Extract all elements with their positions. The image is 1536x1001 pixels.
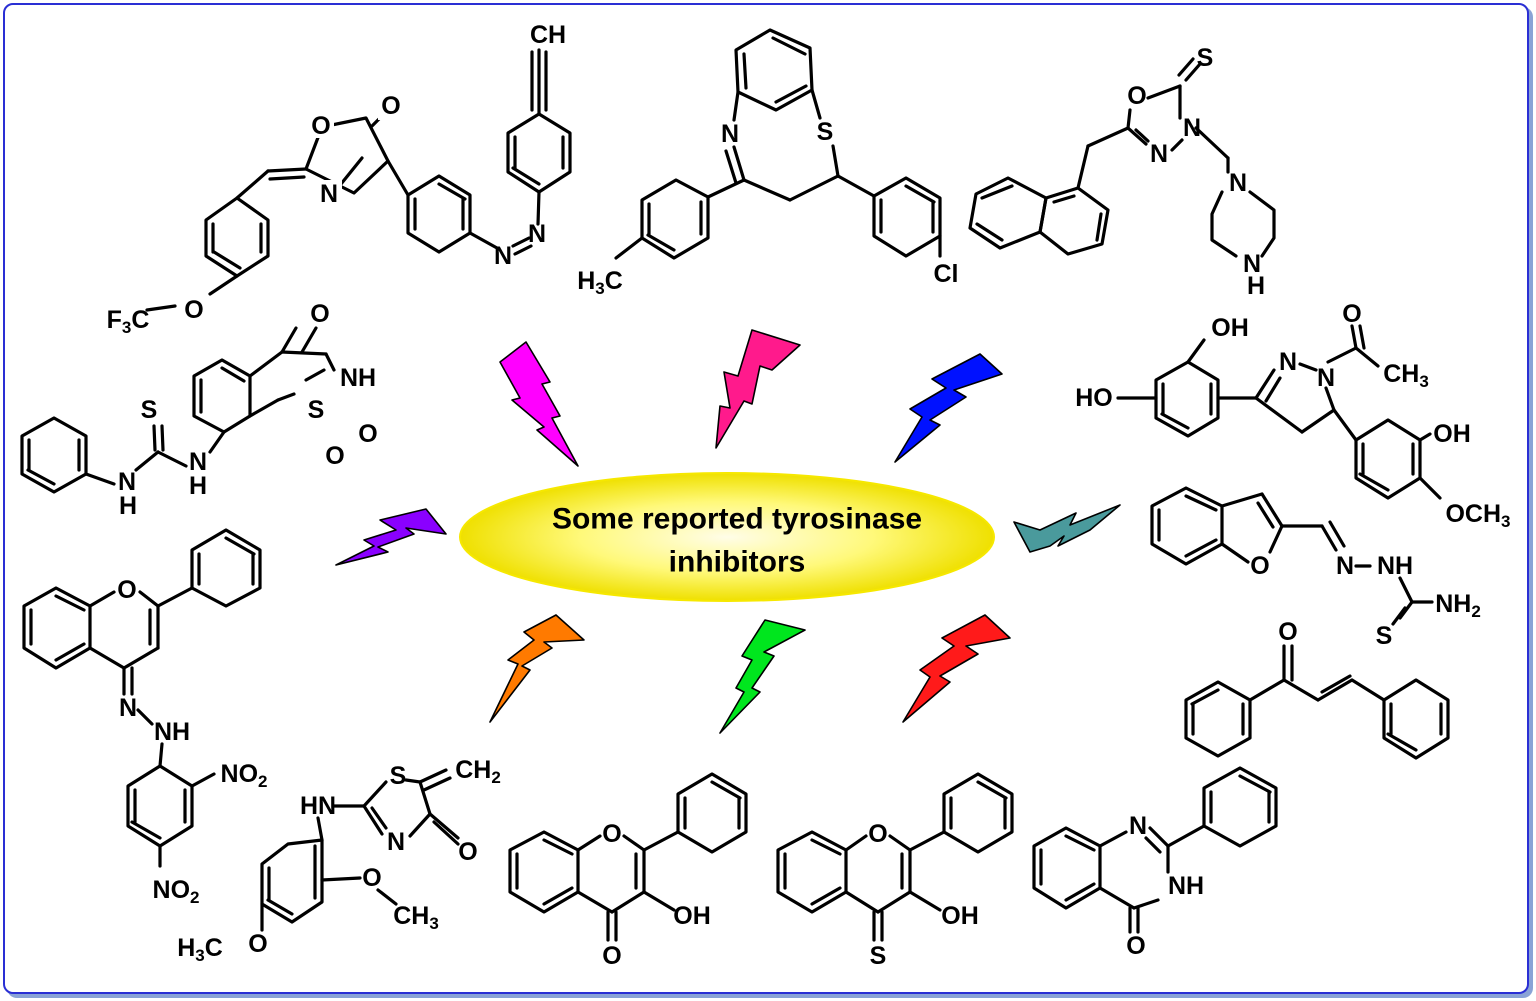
atom-sulfonyl-s: S (308, 396, 325, 424)
atom-oh-top: OH (1211, 314, 1249, 342)
atom-s: S (817, 118, 834, 146)
atom-hydrazone-nh: NH (154, 718, 190, 746)
atom-ring-o: O (1127, 82, 1146, 110)
atom-oh: OH (941, 902, 979, 930)
atom-pyran-o: O (868, 820, 887, 848)
atom-n-ring: N (320, 180, 338, 208)
molecule-thiazolone: S CH2 HN N O O CH3 O H3C (177, 756, 501, 965)
atom-pyran-o: O (117, 576, 136, 604)
molecule-pyrazoline: OH HO N N O CH3 OH OCH3 (1075, 300, 1510, 531)
lightning-bolts (335, 329, 1121, 734)
atom-cl: Cl (934, 260, 959, 288)
bolt-purple-icon (335, 508, 447, 566)
molecule-thioflavonol: O S OH (776, 772, 1014, 970)
thioamide-nh2: NH2 (1435, 590, 1481, 621)
atom-pip-nh: N (1243, 250, 1261, 278)
atom-carbonyl-o: O (1126, 932, 1145, 960)
atom-h2: H (189, 472, 207, 500)
atom-acetyl-o: O (1342, 300, 1361, 328)
atom-azo-n1: N (494, 242, 512, 270)
bolt-blue-icon (894, 353, 1003, 463)
bolt-magenta-icon (499, 341, 579, 467)
atom-ring-n2: N (1183, 114, 1201, 142)
atom-nh: NH (1377, 552, 1413, 580)
center-label-group: Some reported tyrosinase inhibitors (459, 472, 995, 602)
ch3-group: H3C (577, 267, 623, 298)
atom-pip-n: N (1229, 169, 1247, 197)
atom-nh: NH (340, 364, 376, 392)
atom-furan-o: O (1250, 552, 1269, 580)
atom-imine-n: N (1336, 552, 1354, 580)
acetyl-ch3: CH3 (1383, 360, 1429, 391)
methoxy-ch3: CH3 (393, 902, 439, 933)
atom-thione-s: S (1197, 44, 1214, 72)
molecule-oxazolone-azo: O O N N N CH O F3C (107, 21, 572, 337)
atom-methoxy-o: O (362, 864, 381, 892)
atom-carbonyl-o: O (310, 300, 329, 328)
center-ellipse (459, 472, 995, 602)
atom-thione-s: S (870, 942, 887, 970)
atom-hydrazone-n: N (119, 694, 137, 722)
atom-hn: HN (300, 792, 336, 820)
atom-nh2: N (189, 448, 207, 476)
atom-nh: NH (1168, 872, 1204, 900)
atom-thiazole-n: N (387, 828, 405, 856)
atom-n1: N (1279, 348, 1297, 376)
nitro-group-a: NO2 (221, 760, 268, 791)
molecule-saccharin-thiourea: O NH S O O S N H N H (20, 300, 378, 520)
atom-thio-s: S (1376, 622, 1393, 650)
atom-carbonyl-o: O (602, 942, 621, 970)
h3c-group: H3C (177, 934, 223, 965)
methylene-ch2: CH2 (455, 756, 501, 787)
atom-methoxy-o2: O (248, 930, 267, 958)
bolt-pink-icon (715, 329, 801, 449)
atom-o-ring: O (311, 112, 330, 140)
center-title-line2: inhibitors (669, 546, 806, 579)
bolt-teal-icon (1013, 504, 1121, 553)
atom-o-carbonyl: O (381, 92, 400, 120)
atom-n: N (1129, 812, 1147, 840)
atom-ketone-o: O (1278, 618, 1297, 646)
atom-thiazole-s: S (390, 762, 407, 790)
atom-ring-n1: N (1150, 140, 1168, 168)
atom-pyran-o: O (602, 820, 621, 848)
bolt-red-icon (902, 614, 1011, 723)
atom-oh: OH (673, 902, 711, 930)
atom-sulfonyl-o2: O (325, 442, 344, 470)
atom-ether-o: O (184, 296, 203, 324)
nitro-group-b: NO2 (153, 876, 200, 907)
atom-sulfonyl-o1: O (358, 420, 377, 448)
center-title-line1: Some reported tyrosinase (552, 503, 922, 536)
molecule-flavone-hydrazone: O N NH NO2 NO2 (22, 528, 268, 907)
bolt-green-icon (719, 619, 806, 734)
atom-thio-s: S (141, 396, 158, 424)
bolt-orange-icon (489, 614, 585, 723)
atom-carbonyl-o: O (458, 838, 477, 866)
cf3-group: F3C (107, 306, 150, 337)
molecule-quinazolinone: N NH O (1032, 766, 1278, 960)
molecule-flavonol: O O OH (508, 772, 748, 970)
atom-n: N (721, 120, 739, 148)
atom-ho: HO (1075, 384, 1113, 412)
atom-azo-n2: N (528, 220, 546, 248)
molecule-oxadiazole-thione: S O N N N N H (968, 44, 1276, 300)
atom-n2: N (1317, 364, 1335, 392)
molecule-benzothiazepine: N S Cl H3C (577, 28, 959, 298)
atom-alkyne-ch: CH (530, 21, 566, 49)
atom-nh1: N (118, 468, 136, 496)
atom-oh: OH (1433, 420, 1471, 448)
molecule-chalcone: O (1184, 618, 1450, 760)
atom-pip-h: H (1247, 272, 1265, 300)
methoxy-och3: OCH3 (1445, 500, 1510, 531)
molecule-benzofuran-thiosemicarbazone: O N NH S NH2 (1150, 486, 1481, 650)
atom-h1: H (119, 492, 137, 520)
